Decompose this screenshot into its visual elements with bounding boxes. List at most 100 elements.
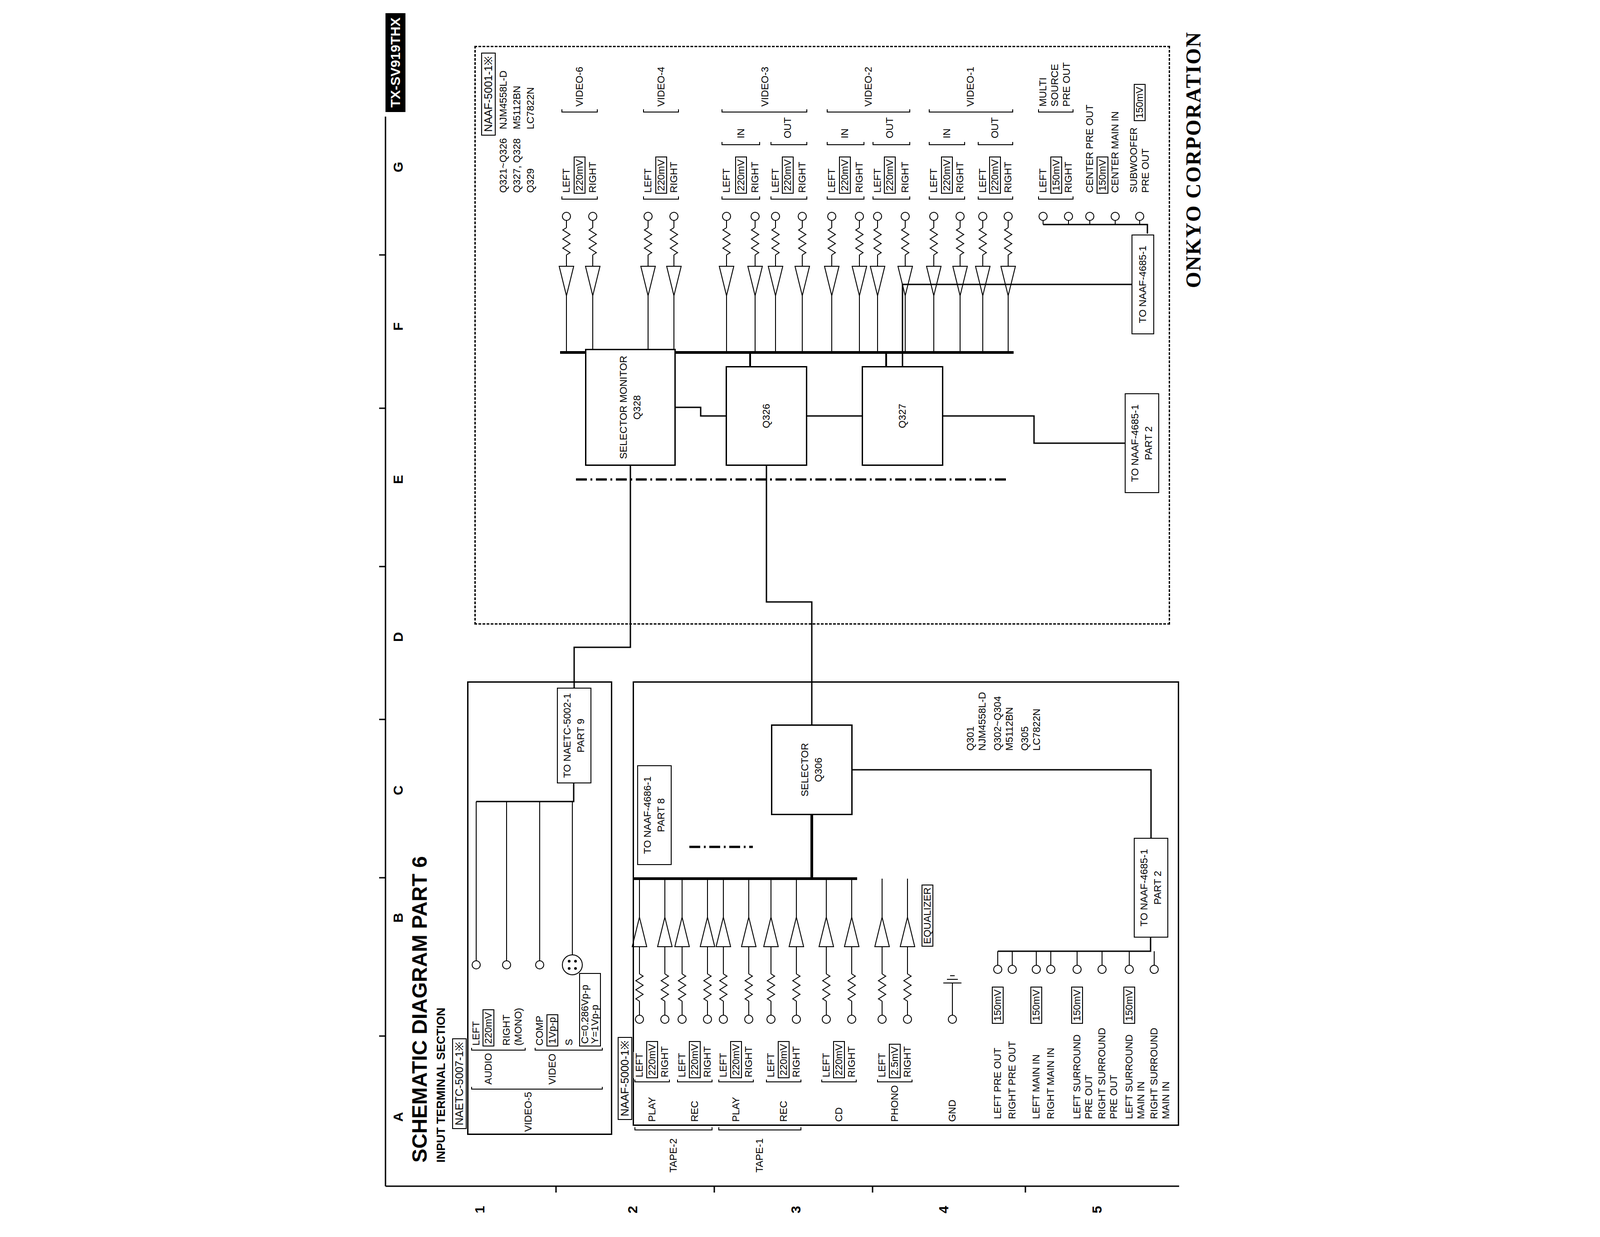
terminal-jack [703,1014,712,1024]
terminal-jack [878,1014,887,1024]
resistor-symbol [771,227,780,255]
wire [851,1000,853,1015]
resistor-symbol [878,973,886,1001]
selector-ic: SELECTORQ306 [770,724,853,815]
level-value: 2.5mV [888,1043,901,1079]
wire [982,295,984,353]
grid-reference: G [390,160,406,174]
signal-label: LEFT [560,167,573,194]
bracket [873,141,910,145]
signal-label: RIGHT (MONO) [500,1003,525,1047]
node-title: TO NAAF-4685-1 [1136,245,1149,324]
terminal-jack [855,212,864,221]
board-connector: TO NAETC-5002-1PART 9 [556,687,592,784]
wire [722,878,724,918]
level-value: 220mV [730,1040,742,1079]
grid-reference: 4 [936,1204,952,1215]
wire [592,295,594,353]
terminal-jack [1073,965,1082,974]
node-title: TO NAETC-5002-1 [561,692,574,778]
bracket [718,1126,801,1130]
wire [959,295,961,353]
board-connector: TO NAAF-4685-1PART 2 [1124,393,1160,493]
wire [881,946,883,974]
signal-label: RIGHT [899,160,912,194]
signal-label: RIGHT [1062,160,1075,194]
terminal-jack [1150,965,1159,974]
signal-label: CENTER PRE OUT [1083,103,1096,194]
node-title: SELECTOR [799,742,811,797]
wire [933,220,935,228]
bracket [770,196,807,200]
wire [959,220,961,228]
board-connector: TO NAAF-4685-1 [1131,234,1155,335]
resistor-symbol [745,973,753,1001]
grid-reference: D [390,630,406,643]
bracket [877,1079,913,1082]
bracket [827,141,864,145]
signal-label: LEFT MAIN IN [1030,1053,1043,1120]
signal-connector [943,415,1125,444]
level-value: 150mV [1096,156,1109,194]
opamp-symbol [795,266,810,296]
signal-label: RIGHT [845,1045,858,1079]
signal-label: LEFT [1037,167,1049,194]
signal-label: RIGHT SURROUND PRE OUT [1096,1024,1120,1120]
wire [770,1000,772,1015]
bracket [634,1079,670,1082]
opamp-symbol [747,266,763,296]
node-title: Q326 [760,403,773,429]
node-text: PART 2 [1142,426,1155,461]
wire [726,295,727,353]
wire [707,946,708,974]
bracket [721,196,760,200]
signal-label: LEFT [825,167,838,194]
level-value: 150mV [1030,986,1043,1024]
opamp-symbol [719,266,734,296]
signal-connector [852,769,1152,838]
wire [664,878,666,918]
bracket [978,141,1013,145]
wire [726,220,727,228]
level-value: 150mV [1071,986,1083,1024]
terminal-jack [1125,965,1134,974]
signal-label: LEFT [642,167,654,194]
diagram-title: SCHEMATIC DIAGRAM PART 6 [407,854,432,1164]
terminal-jack [1008,965,1017,974]
signal-label: S [563,1037,576,1047]
node-text: Q328 [631,395,644,420]
wire [681,1000,683,1015]
wire [851,946,853,974]
signal-label: RIGHT [668,160,680,194]
wire [748,946,750,974]
signal-label: RIGHT [701,1045,714,1079]
wire [647,254,649,267]
grid-reference: A [390,1110,406,1123]
signal-bus [575,478,1007,481]
resistor-symbol [661,973,669,1001]
signal-label: IN [839,127,851,140]
terminal-jack [502,960,511,969]
wire [801,220,803,228]
level-value: 150mV [1050,156,1063,194]
wire [881,878,883,918]
signal-label: RIGHT [749,160,761,194]
signal-label: RIGHT [796,160,809,194]
wire [982,254,984,267]
level-value: 220mV [839,156,851,194]
wire [775,295,776,353]
wire [722,1000,724,1015]
terminal-jack [822,1014,831,1024]
wire [795,1000,797,1015]
terminal-jack [669,212,679,221]
wire [770,946,772,974]
wire [997,951,999,966]
wire [858,295,860,353]
signal-label: REC [688,1099,701,1123]
wire [851,878,853,918]
wire [1050,951,1052,966]
node-title: NAETC-5007-1※ [452,1038,467,1129]
